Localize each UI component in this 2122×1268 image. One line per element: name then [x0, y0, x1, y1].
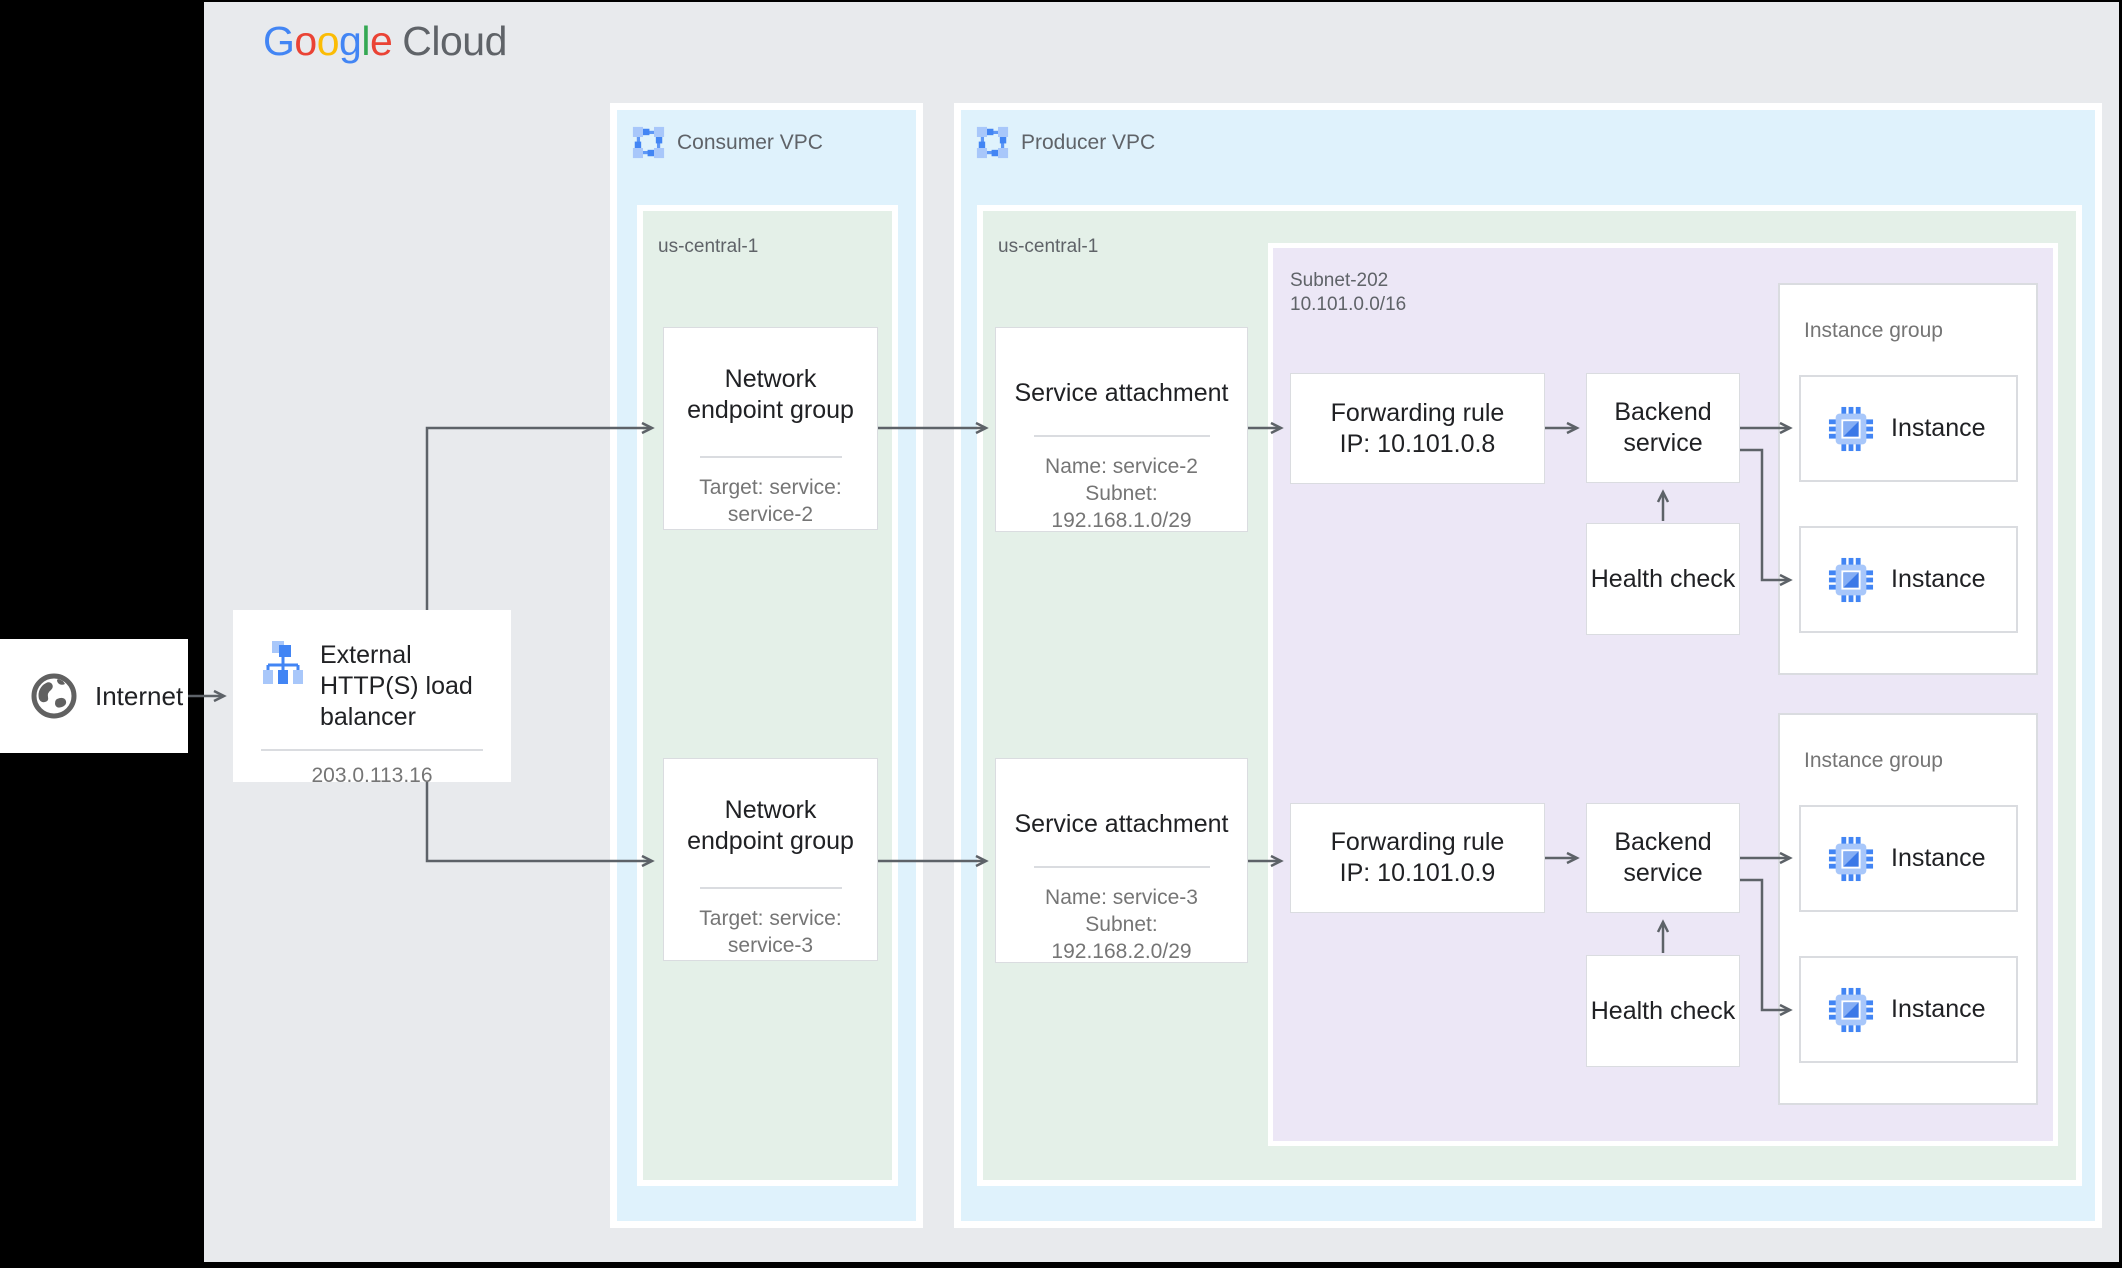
internet-label: Internet [95, 680, 184, 711]
logo-letter: o [316, 18, 340, 64]
neg-subtitle: Target: service: service-3 [664, 905, 877, 959]
divider [1033, 435, 1210, 437]
instance-label: Instance [1891, 565, 1986, 593]
network-endpoint-group-node-1: Network endpoint group Target: service: … [663, 327, 878, 530]
neg-service-line: service-2 [727, 503, 814, 526]
subnet-name: Subnet-202 [1290, 270, 1389, 291]
neg-title: Network endpoint group [687, 365, 854, 424]
instance-node: Instance [1799, 526, 2018, 633]
compute-engine-icon [1828, 557, 1874, 602]
sa-subnet-line: Subnet: [1085, 482, 1158, 505]
sa-cidr-line: 192.168.1.0/29 [1051, 509, 1192, 532]
forwarding-rule-ip: IP: 10.101.0.8 [1339, 429, 1496, 458]
instance-group-label: Instance group [1804, 319, 1943, 342]
vpc-network-icon [976, 126, 1009, 159]
divider [699, 887, 842, 889]
internet-node: Internet [0, 639, 188, 753]
forwarding-rule-text: Forwarding rule IP: 10.101.0.8 [1331, 398, 1505, 460]
service-attachment-title: Service attachment [1014, 810, 1229, 838]
service-attachment-node-2: Service attachment Name: service-3 Subne… [995, 758, 1248, 963]
instance-node: Instance [1799, 956, 2018, 1063]
instance-label: Instance [1891, 995, 1986, 1023]
instance-node: Instance [1799, 375, 2018, 482]
service-attachment-title: Service attachment [1014, 379, 1229, 407]
producer-vpc-label: Producer VPC [1021, 130, 1156, 154]
logo-letter: e [369, 18, 393, 64]
backend-service-label: Backend service [1614, 828, 1712, 887]
neg-subtitle: Target: service: service-2 [664, 474, 877, 528]
producer-region-label: us-central-1 [998, 236, 1099, 257]
load-balancer-ip: 203.0.113.16 [311, 764, 433, 787]
globe-icon [31, 673, 77, 719]
service-attachment-details: Name: service-2 Subnet: 192.168.1.0/29 [996, 453, 1247, 534]
forwarding-rule-title: Forwarding rule [1330, 828, 1505, 856]
consumer-vpc-header: Consumer VPC [632, 126, 823, 159]
instance-group-label: Instance group [1804, 749, 1943, 772]
logo-letter: g [339, 18, 362, 64]
network-endpoint-group-node-2: Network endpoint group Target: service: … [663, 758, 878, 961]
subnet-cidr: 10.101.0.0/16 [1290, 294, 1407, 315]
service-attachment-node-1: Service attachment Name: service-2 Subne… [995, 327, 1248, 532]
sa-subnet-line: Subnet: [1085, 913, 1158, 936]
logo-letter: l [361, 18, 370, 64]
subnet-label: Subnet-202 10.101.0.0/16 [1290, 269, 1406, 317]
logo-letter: o [294, 18, 317, 64]
load-balancer-title: External HTTP(S) load balancer [320, 641, 473, 731]
vpc-network-icon [632, 126, 665, 159]
forwarding-rule-title: Forwarding rule [1330, 398, 1505, 427]
forwarding-rule-node-2: Forwarding rule IP: 10.101.0.9 [1290, 803, 1545, 913]
forwarding-rule-text: Forwarding rule IP: 10.101.0.9 [1331, 827, 1505, 889]
backend-service-label: Backend service [1614, 398, 1712, 457]
health-check-label: Health check [1590, 564, 1736, 593]
compute-engine-icon [1828, 836, 1874, 881]
load-balancer-node: External HTTP(S) load balancer 203.0.113… [233, 610, 511, 787]
sa-cidr-line: 192.168.2.0/29 [1051, 940, 1192, 963]
logo-cloud-text: Cloud [402, 18, 507, 64]
load-balancer-icon [263, 641, 303, 684]
backend-service-node-1: Backend service [1586, 373, 1740, 483]
logo-letter: G [263, 18, 295, 64]
divider [1033, 866, 1210, 868]
divider [261, 749, 483, 751]
instance-label: Instance [1891, 414, 1986, 442]
neg-title: Network endpoint group [687, 796, 854, 855]
forwarding-rule-node-1: Forwarding rule IP: 10.101.0.8 [1290, 373, 1545, 484]
divider [699, 456, 842, 458]
sa-name-line: Name: service-3 [1045, 886, 1198, 909]
health-check-label: Health check [1590, 996, 1736, 1025]
consumer-region-label: us-central-1 [658, 236, 759, 257]
compute-engine-icon [1828, 406, 1874, 451]
instance-label: Instance [1891, 844, 1986, 872]
producer-vpc-header: Producer VPC [976, 126, 1155, 159]
health-check-node-2: Health check [1586, 955, 1740, 1067]
compute-engine-icon [1828, 987, 1874, 1032]
neg-service-line: service-3 [727, 934, 814, 957]
sa-name-line: Name: service-2 [1045, 455, 1198, 478]
service-attachment-details: Name: service-3 Subnet: 192.168.2.0/29 [996, 884, 1247, 965]
neg-target-line: Target: service: [699, 907, 842, 930]
load-balancer-header: External HTTP(S) load balancer [233, 610, 511, 733]
health-check-node-1: Health check [1586, 523, 1740, 635]
consumer-vpc-label: Consumer VPC [677, 130, 823, 154]
neg-target-line: Target: service: [699, 476, 842, 499]
instance-node: Instance [1799, 805, 2018, 912]
forwarding-rule-ip: IP: 10.101.0.9 [1339, 859, 1496, 887]
backend-service-node-2: Backend service [1586, 803, 1740, 913]
